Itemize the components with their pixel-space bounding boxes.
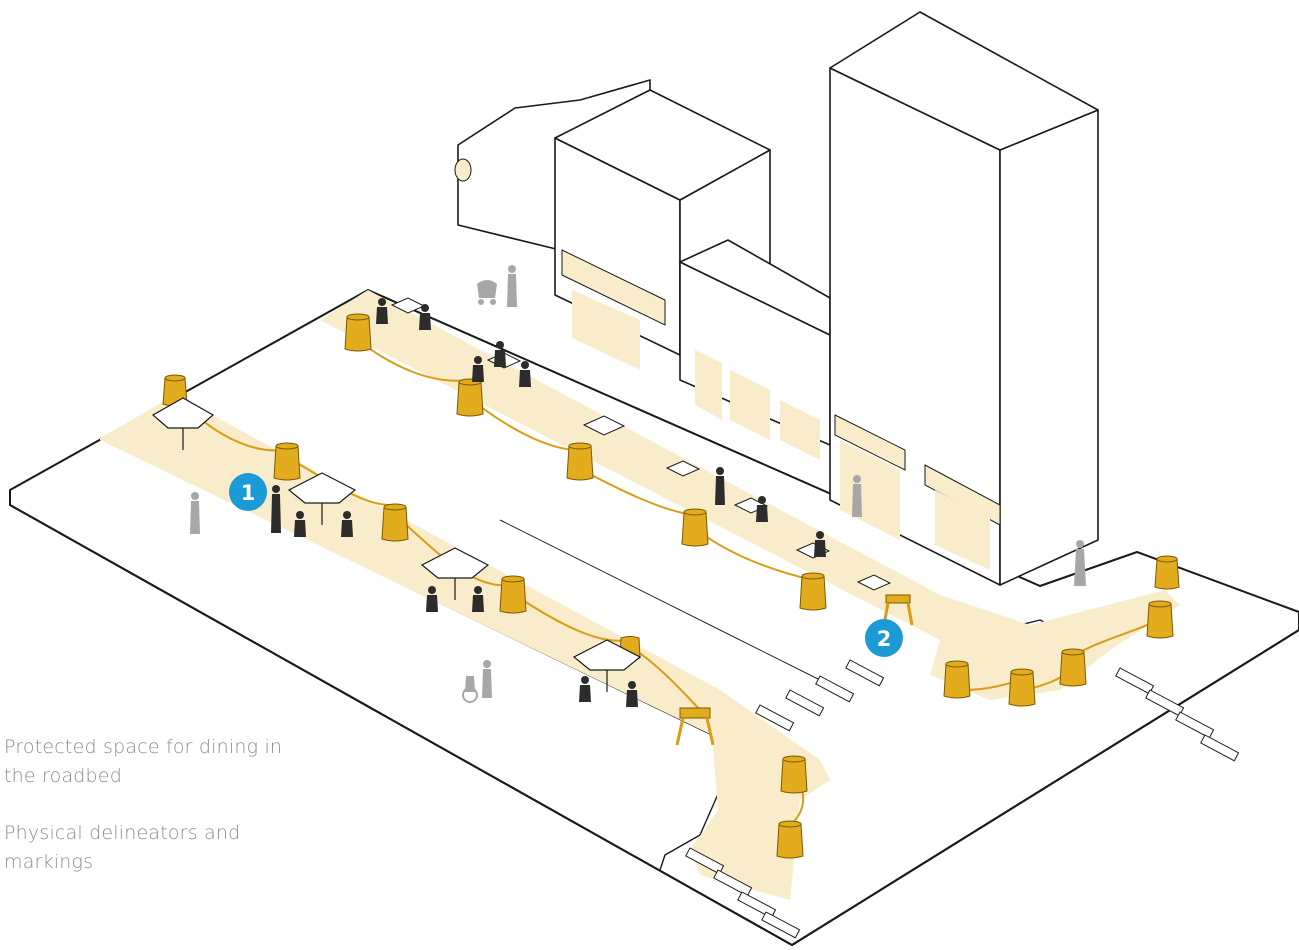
marker-1-number: 1 <box>241 481 256 505</box>
person-icon <box>494 341 506 367</box>
marker-2-number: 2 <box>877 627 892 651</box>
traffic-barrel-icon <box>457 379 483 416</box>
traffic-barrel-icon <box>1009 669 1035 706</box>
traffic-barrel-icon <box>682 509 708 546</box>
caption-delineators: Physical delineators and markings <box>4 819 294 877</box>
traffic-barrel-icon <box>777 821 803 858</box>
traffic-barrel-icon <box>382 504 408 541</box>
traffic-barrel-icon <box>944 661 970 698</box>
traffic-barrel-icon <box>567 443 593 480</box>
traffic-barrel-icon <box>1155 556 1179 589</box>
tower-side <box>1000 110 1098 585</box>
traffic-barrel-icon <box>1060 649 1086 686</box>
marker-2: 2 <box>865 619 903 657</box>
traffic-barrel-icon <box>800 573 826 610</box>
person-icon <box>507 265 517 307</box>
traffic-barrel-icon <box>500 576 526 613</box>
traffic-barrel-icon <box>781 756 807 793</box>
traffic-barrel-icon <box>274 443 300 480</box>
stroller-icon <box>477 280 497 305</box>
person-icon <box>482 660 492 698</box>
traffic-barrel-icon <box>1147 601 1173 638</box>
hanging-sign <box>455 159 471 181</box>
person-icon <box>715 467 725 505</box>
traffic-barrel-icon <box>345 314 371 351</box>
marker-1: 1 <box>229 473 267 511</box>
caption-dining-space: Protected space for dining in the roadbe… <box>4 733 294 791</box>
